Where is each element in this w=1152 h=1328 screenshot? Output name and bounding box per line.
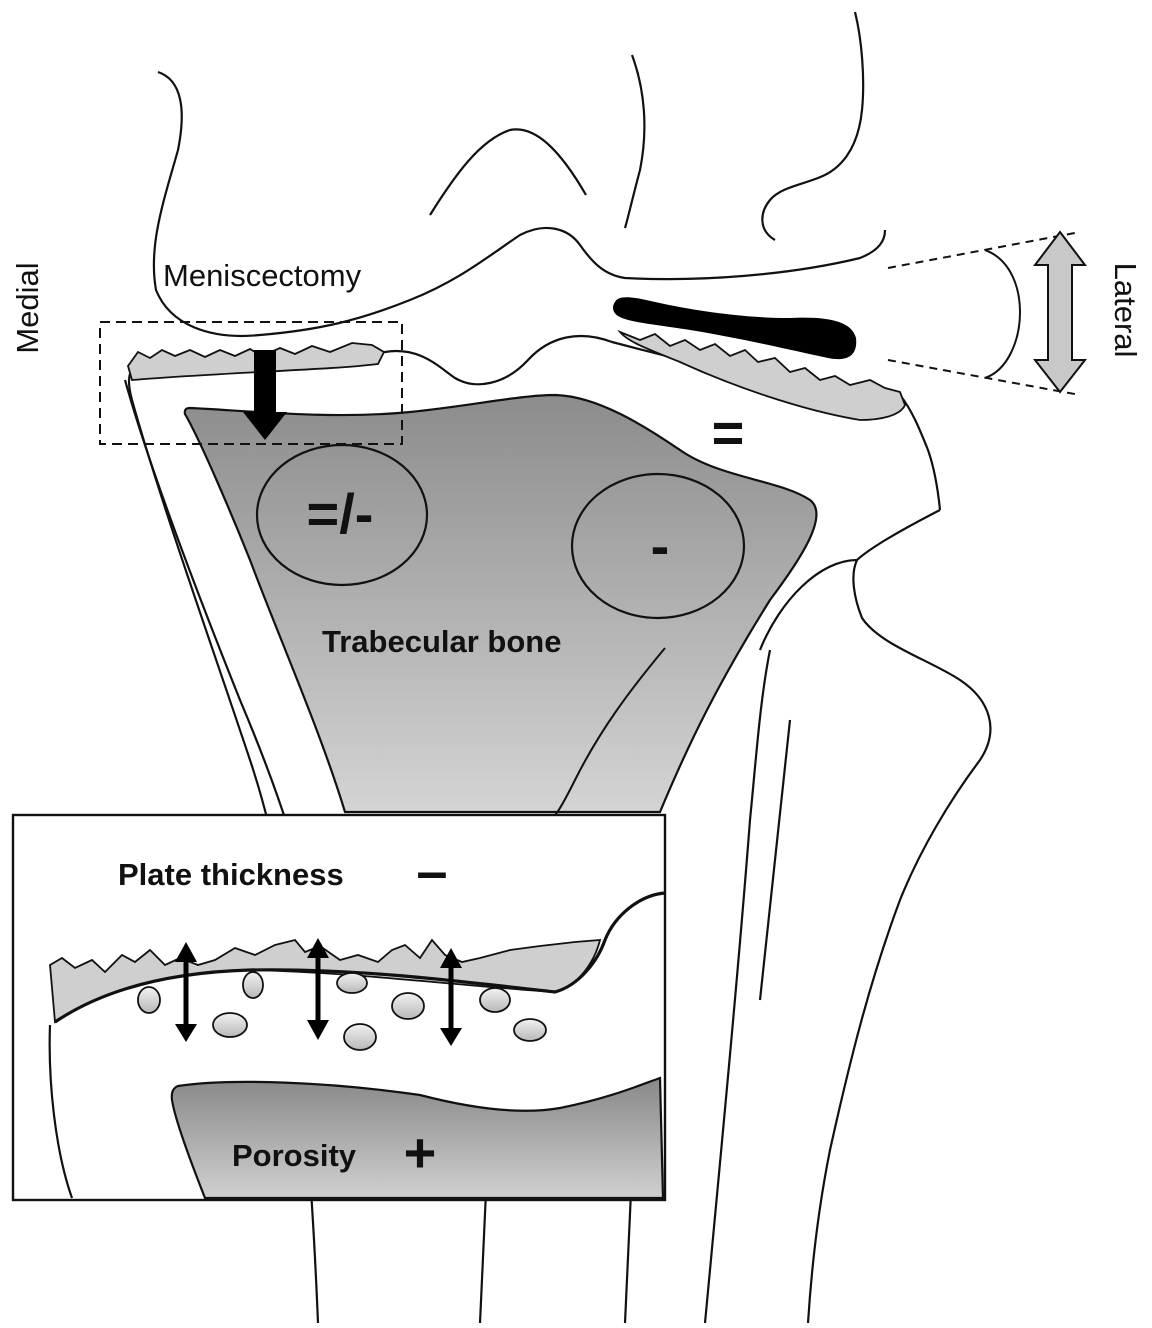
lateral-cartilage	[620, 332, 905, 420]
lateral-cortex-change: =	[712, 401, 745, 464]
lateral-label: Lateral	[1108, 263, 1143, 358]
pore	[138, 987, 160, 1013]
plate-thickness-label: Plate thickness	[118, 857, 344, 892]
pore	[344, 1024, 376, 1050]
trabecular-bone-label: Trabecular bone	[322, 624, 561, 659]
medial-label: Medial	[10, 262, 45, 353]
lateral-region-change: -	[651, 514, 670, 577]
porosity-label: Porosity	[232, 1138, 357, 1173]
pore	[213, 1013, 247, 1037]
fibula-medial-edge	[705, 650, 770, 1323]
pore	[514, 1019, 546, 1041]
patella-line	[625, 55, 644, 228]
medial-region-change: =/-	[307, 482, 374, 545]
joint-space-indicator	[888, 232, 1085, 395]
porosity-change: +	[404, 1121, 437, 1184]
tibia-lateral-cortex	[808, 510, 990, 1323]
fibula-inner-line	[760, 720, 790, 1000]
pore	[337, 973, 367, 993]
femur-medial-outline	[154, 72, 885, 336]
pore	[243, 972, 263, 998]
femur-lateral-outline	[762, 12, 863, 240]
plate-thickness-change: –	[416, 839, 447, 902]
meniscectomy-label: Meniscectomy	[163, 258, 362, 293]
pore	[392, 993, 424, 1019]
femur-notch-line	[430, 129, 586, 215]
pore	[480, 988, 510, 1012]
double-vertical-arrow-icon	[1035, 232, 1085, 392]
